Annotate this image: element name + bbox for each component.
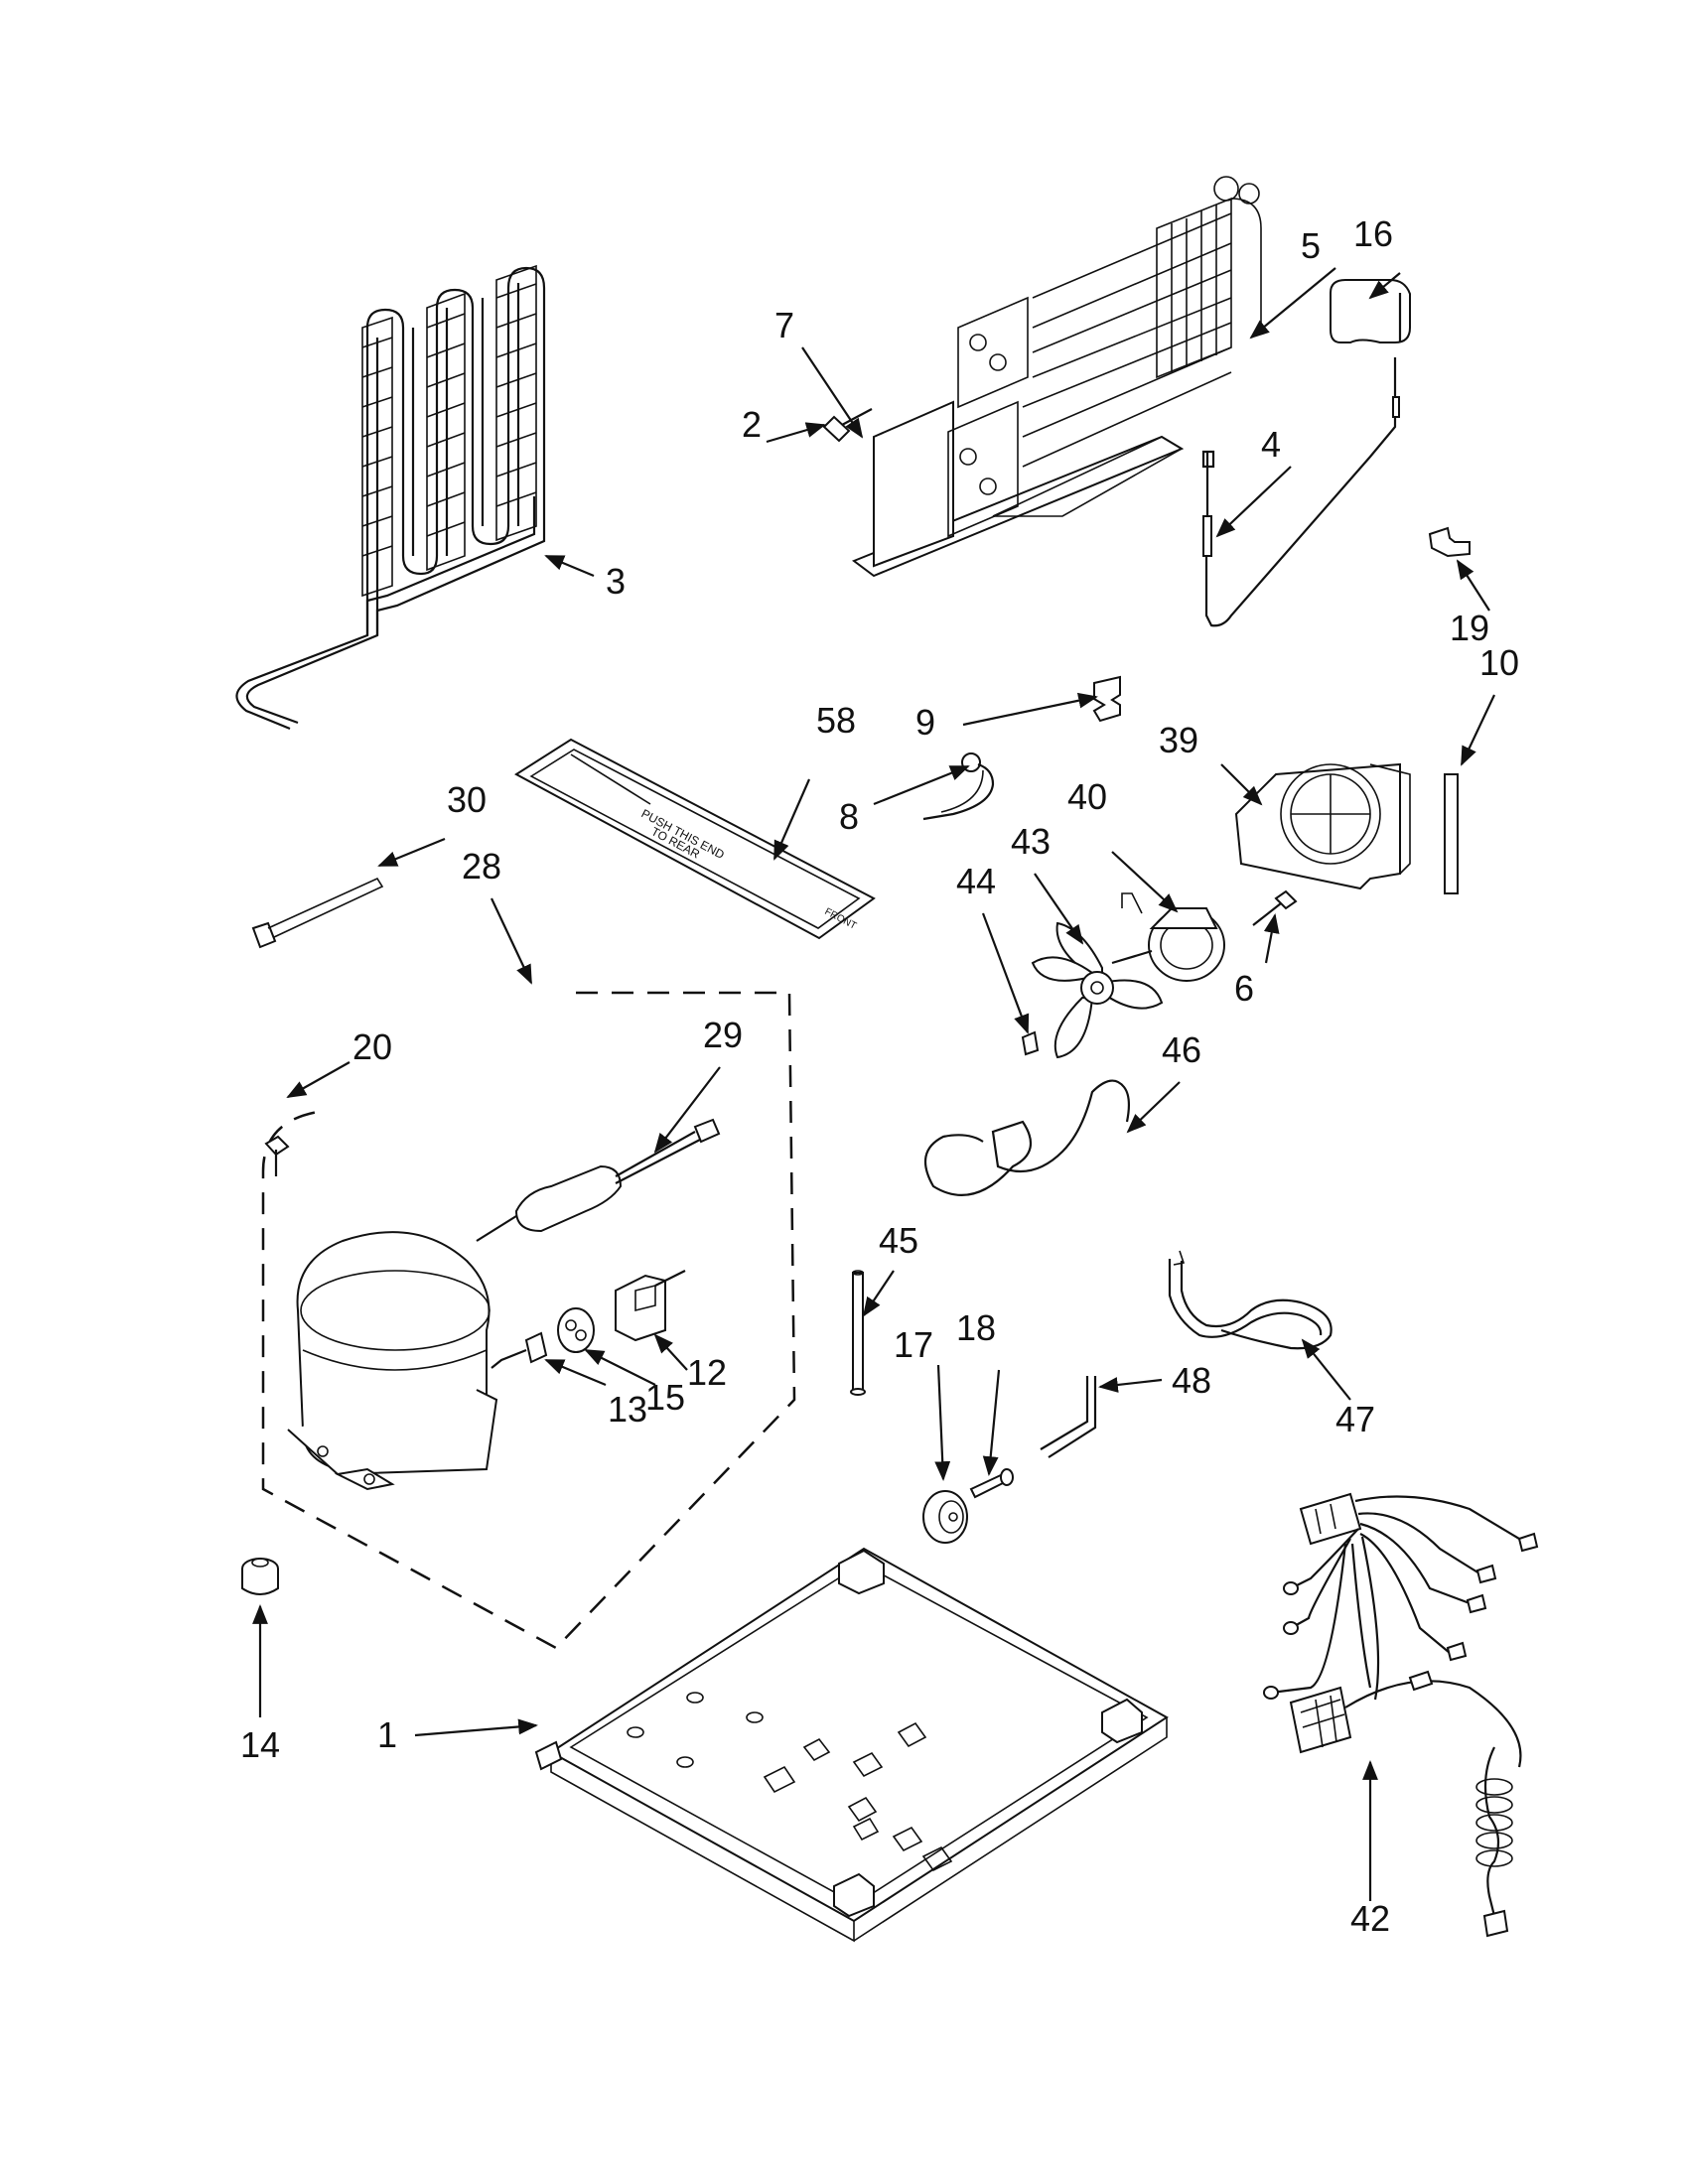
drain-tube-part-45	[850, 1270, 866, 1396]
base-plate	[534, 1547, 1169, 1943]
callout-10: 10	[1479, 642, 1519, 683]
roller-part-17	[922, 1490, 968, 1544]
clip-part-19	[1428, 526, 1471, 558]
callout-labels: 1 2 3 4 5 6 7 8 9 10 12 13 14 15 16 17 1…	[240, 213, 1519, 1939]
callout-45: 45	[879, 1220, 918, 1261]
callout-28: 28	[462, 846, 501, 887]
callout-9: 9	[915, 702, 935, 743]
leader-lines	[252, 267, 1495, 1901]
compressor	[287, 1231, 498, 1491]
callout-18: 18	[956, 1307, 996, 1348]
drier-part-29	[476, 1118, 721, 1242]
sensor-part-8	[922, 752, 995, 821]
screw-part-2	[822, 408, 873, 443]
drain-tray: PUSH THIS END TO REAR FRONT	[514, 738, 876, 940]
callout-3: 3	[606, 561, 626, 602]
callout-42: 42	[1350, 1898, 1390, 1939]
callout-1: 1	[377, 1714, 397, 1755]
fan-shroud	[1234, 762, 1411, 890]
callout-58: 58	[816, 700, 856, 741]
callout-5: 5	[1301, 225, 1321, 266]
callout-17: 17	[894, 1324, 933, 1365]
relay-parts	[491, 1270, 686, 1369]
callout-16: 16	[1353, 213, 1393, 254]
callout-39: 39	[1159, 720, 1198, 760]
clip-part-44	[1021, 1030, 1040, 1056]
callout-6: 6	[1234, 968, 1254, 1009]
callout-8: 8	[839, 796, 859, 837]
callout-30: 30	[447, 779, 487, 820]
evaporator-assembly	[851, 176, 1262, 578]
axle-pin-part-18	[969, 1468, 1014, 1499]
thermostat-tube	[1201, 293, 1402, 627]
callout-48: 48	[1172, 1360, 1211, 1401]
callout-20: 20	[352, 1026, 392, 1067]
hose-part-47	[1168, 1250, 1333, 1350]
fan-blade	[1031, 921, 1164, 1059]
tube-part-48	[1040, 1376, 1097, 1458]
callout-7: 7	[774, 305, 794, 345]
condenser-coil	[235, 264, 546, 731]
fan-motor	[1111, 892, 1225, 982]
strip-part-10	[1444, 773, 1459, 894]
wire-harness	[1263, 1492, 1539, 1938]
cover-part-16	[1330, 279, 1411, 343]
callout-19: 19	[1450, 608, 1489, 648]
callout-2: 2	[742, 404, 762, 445]
grommet-part-14	[241, 1558, 279, 1595]
bracket-part-9	[1092, 675, 1121, 723]
screw-part-20	[264, 1135, 290, 1176]
coiled-tube-part-46	[923, 1079, 1131, 1196]
callout-46: 46	[1162, 1029, 1201, 1070]
wire-tie	[251, 877, 384, 949]
callout-4: 4	[1261, 424, 1281, 465]
compressor-group-outline	[261, 991, 796, 1650]
callout-12: 12	[687, 1352, 727, 1393]
callout-14: 14	[240, 1724, 280, 1765]
callout-40: 40	[1067, 776, 1107, 817]
callout-47: 47	[1335, 1399, 1375, 1439]
callout-13: 13	[608, 1389, 647, 1430]
callout-43: 43	[1011, 821, 1051, 862]
callout-29: 29	[703, 1015, 743, 1055]
callout-44: 44	[956, 861, 996, 901]
callout-15: 15	[645, 1377, 685, 1418]
